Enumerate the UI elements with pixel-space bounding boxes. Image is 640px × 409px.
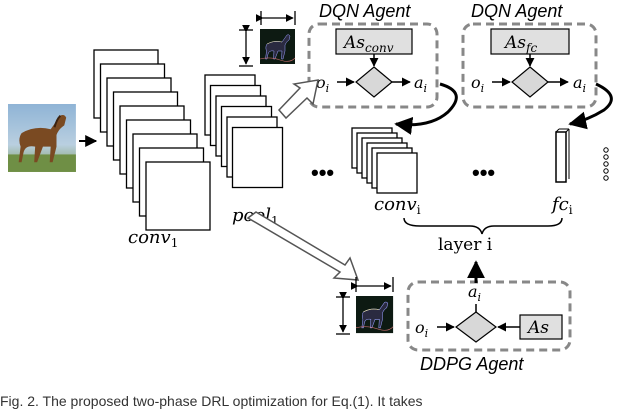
pool1-map-6 xyxy=(231,126,284,189)
fci-action-arrow xyxy=(568,82,613,130)
dotted-column xyxy=(603,147,609,181)
conv1-feature-stack xyxy=(93,49,211,231)
dqn-fc-decision-diamond xyxy=(511,66,549,98)
action-space-conv-label: Asconv xyxy=(342,33,394,55)
figure-caption: Fig. 2. The proposed two-phase DRL optim… xyxy=(0,394,423,409)
ddpg-action-space-box xyxy=(519,314,563,340)
dqn-fc-obs: oi xyxy=(471,73,484,95)
convi-action-arrow xyxy=(394,82,458,135)
pool1-feature-stack xyxy=(204,74,284,189)
convi-map-6 xyxy=(376,152,418,194)
layer-brace xyxy=(403,217,563,235)
ellipsis-2: ••• xyxy=(472,160,495,185)
dqn-conv-obs: oi xyxy=(316,73,329,95)
input-horse-image xyxy=(7,103,77,173)
cropped-image-top xyxy=(259,28,296,65)
action-space-fc-label: Asfc xyxy=(503,33,537,55)
ellipsis-1: ••• xyxy=(311,160,334,185)
ddpg-decision-diamond xyxy=(455,311,497,343)
ddpg-obs: oi xyxy=(415,318,428,340)
dqn-agent-conv: DQN Agent Asconv oi ai xyxy=(307,1,439,109)
convi-feature-stack xyxy=(351,127,418,194)
action-space-fc-box xyxy=(490,28,570,55)
dqn-fc-action: ai xyxy=(573,73,586,95)
conv1-label: conv1 xyxy=(128,227,178,250)
hollow-arrow-up xyxy=(277,79,319,120)
ddpg-agent-title: DDPG Agent xyxy=(420,354,524,374)
dqn-conv-decision-diamond xyxy=(355,66,393,98)
hollow-arrow-down xyxy=(246,211,360,281)
cropped-image-bottom xyxy=(355,295,394,334)
size-indicator-bottom xyxy=(336,277,394,335)
layer-i-label: layer i xyxy=(438,235,493,255)
dqn-agent-fc: DQN Agent Asfc oi ai xyxy=(461,1,598,109)
conv1-map-9 xyxy=(145,161,211,231)
dqn-agent-conv-title: DQN Agent xyxy=(319,1,411,21)
ddpg-action-space-label: As xyxy=(526,318,549,338)
fci-label: fci xyxy=(550,194,573,217)
size-indicator-top xyxy=(239,11,296,67)
ddpg-agent: ai oi As DDPG Agent xyxy=(406,280,572,374)
dqn-conv-action: ai xyxy=(414,73,427,95)
ddpg-action: ai xyxy=(468,282,481,304)
convi-label: convi xyxy=(374,194,421,217)
dqn-agent-fc-title: DQN Agent xyxy=(471,1,563,21)
fci-vector xyxy=(555,128,570,183)
